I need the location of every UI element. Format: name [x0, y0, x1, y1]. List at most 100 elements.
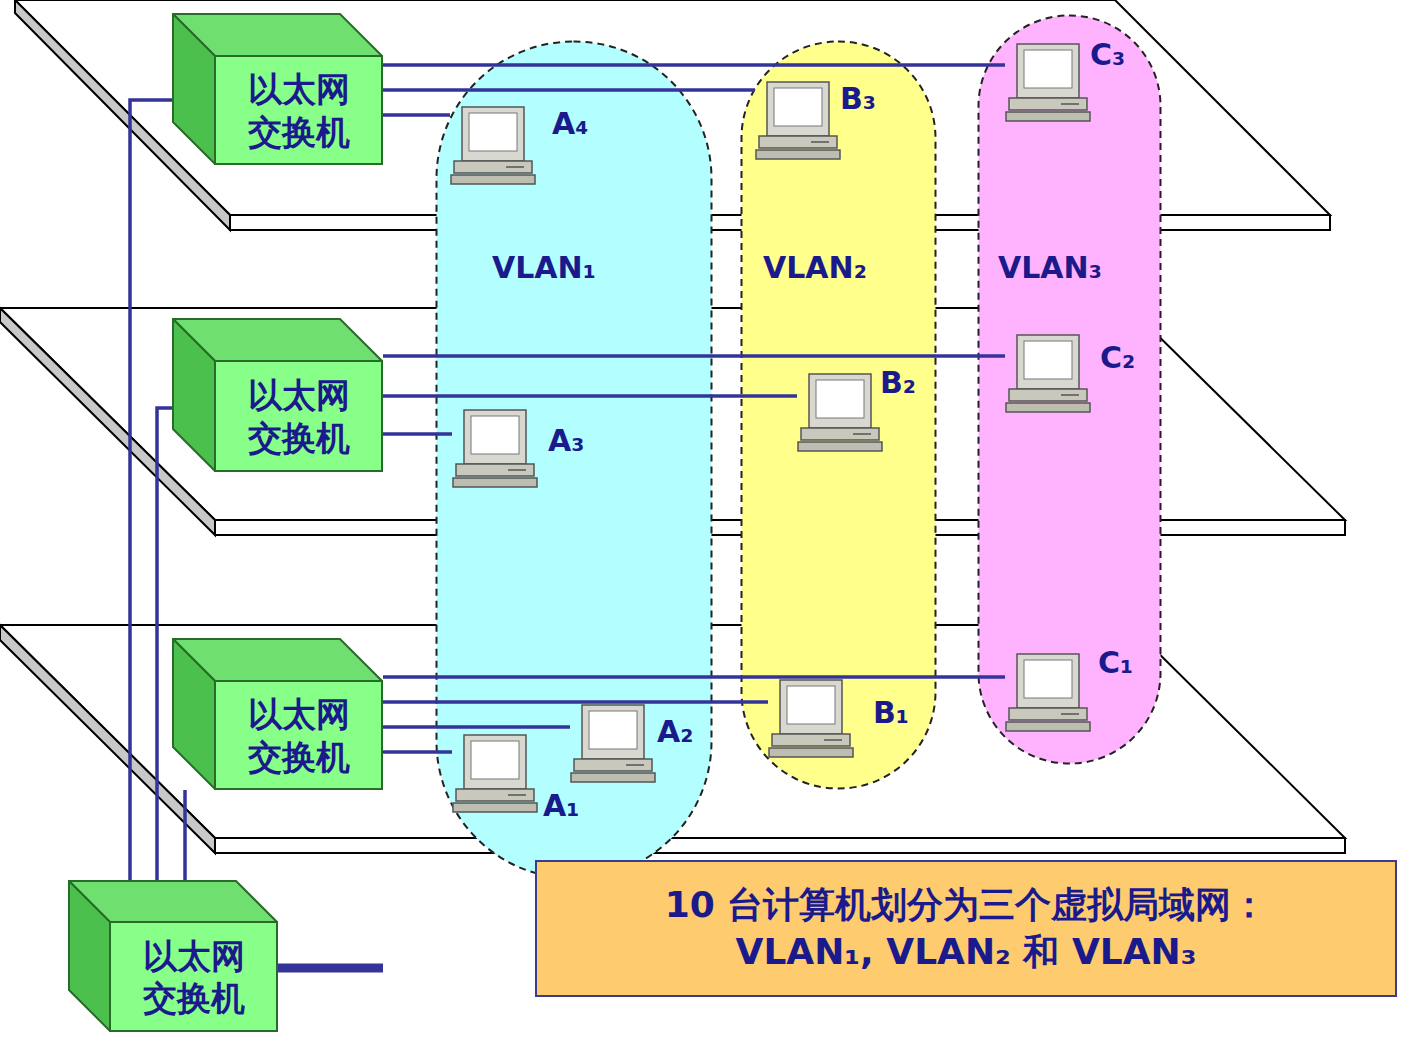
keyboard — [798, 442, 882, 451]
network-cable — [383, 394, 797, 398]
switch-face: 以太网 交换机 — [110, 922, 278, 1032]
computer-label: C₃ — [1090, 38, 1125, 71]
computer-icon — [797, 372, 885, 454]
computer-icon — [570, 703, 658, 785]
computer: A₁ — [452, 733, 581, 824]
keyboard — [453, 803, 537, 812]
screen — [1024, 341, 1072, 379]
computer-label: B₂ — [880, 366, 916, 399]
monitor — [767, 82, 829, 136]
computer-label: A₄ — [552, 107, 588, 140]
drive-slot — [824, 739, 842, 741]
screen — [1024, 660, 1072, 698]
keyboard — [451, 175, 535, 184]
network-cable — [183, 790, 187, 880]
system-unit — [456, 789, 534, 801]
network-cable — [383, 113, 450, 117]
caption-box: 10 台计算机划分为三个虚拟局域网： VLAN₁, VLAN₂ 和 VLAN₃ — [535, 860, 1397, 997]
network-cable — [383, 432, 452, 436]
keyboard — [1006, 403, 1090, 412]
keyboard — [571, 773, 655, 782]
drive-slot — [1061, 713, 1079, 715]
monitor — [462, 107, 524, 161]
switch-face: 以太网 交换机 — [215, 56, 383, 165]
drive-slot — [811, 141, 829, 143]
computer-icon — [452, 408, 540, 490]
floor-edge — [0, 308, 215, 535]
screen — [471, 741, 519, 779]
computer-label: B₃ — [840, 82, 876, 115]
system-unit — [1009, 389, 1087, 401]
computer: A₃ — [452, 408, 586, 490]
network-cable — [157, 408, 172, 880]
drive-slot — [853, 433, 871, 435]
switch-face: 以太网 交换机 — [215, 681, 383, 790]
vlan-label: VLAN₃ — [998, 250, 1102, 285]
drive-slot — [1061, 103, 1079, 105]
switch-label: 以太网 交换机 — [243, 374, 355, 459]
system-unit — [456, 464, 534, 476]
computer: C₃ — [1005, 38, 1127, 124]
cube-side — [69, 881, 110, 1031]
switch-label: 以太网 交换机 — [243, 68, 355, 153]
computer-label: A₂ — [657, 715, 693, 748]
switch-face: 以太网 交换机 — [215, 361, 383, 472]
drive-slot — [508, 794, 526, 796]
computer-icon — [452, 733, 540, 815]
floor-edge — [215, 838, 1345, 853]
computer: B₁ — [768, 678, 911, 760]
vlan-label: VLAN₂ — [763, 250, 867, 285]
system-unit — [801, 428, 879, 440]
drive-slot — [626, 764, 644, 766]
ethernet-switch: 以太网 交换机 — [172, 638, 383, 790]
monitor — [780, 680, 842, 734]
switch-label: 以太网 交换机 — [243, 693, 355, 778]
screen — [589, 711, 637, 749]
system-unit — [454, 161, 532, 173]
vlan-label: VLAN₁ — [492, 250, 596, 285]
drive-slot — [1061, 394, 1079, 396]
network-cable — [383, 354, 1005, 358]
cube-front — [215, 681, 382, 789]
monitor — [464, 735, 526, 789]
drive-slot — [508, 469, 526, 471]
vlan-shape — [742, 42, 936, 789]
keyboard — [1006, 112, 1090, 121]
screen — [774, 88, 822, 126]
network-cable — [383, 700, 768, 704]
computer: B₂ — [797, 366, 918, 454]
computer-icon — [1005, 652, 1093, 734]
monitor — [582, 705, 644, 759]
computer-icon — [1005, 42, 1093, 124]
keyboard — [769, 748, 853, 757]
network-cable — [383, 63, 1005, 67]
keyboard — [756, 150, 840, 159]
cube-side — [173, 639, 215, 789]
monitor — [1017, 335, 1079, 389]
vlan-shape — [437, 42, 712, 879]
drive-slot — [506, 166, 524, 168]
screen — [469, 113, 517, 151]
computer: C₂ — [1005, 333, 1137, 415]
computer: A₄ — [450, 105, 590, 187]
computer-label: A₁ — [543, 789, 579, 822]
monitor — [1017, 654, 1079, 708]
network-cable — [383, 675, 1005, 679]
computer: C₁ — [1005, 646, 1135, 734]
computer: B₃ — [755, 80, 878, 162]
cube-front — [215, 56, 382, 164]
screen — [787, 686, 835, 724]
uplink-cable — [276, 964, 383, 973]
keyboard — [453, 478, 537, 487]
computer-label: C₁ — [1098, 646, 1133, 679]
system-unit — [772, 734, 850, 746]
screen — [1024, 50, 1072, 88]
system-unit — [1009, 98, 1087, 110]
screen — [471, 416, 519, 454]
vlan-region: VLAN₃ C₃ C₂ C₁ — [977, 14, 1162, 765]
computer-icon — [768, 678, 856, 760]
cube-front — [110, 922, 277, 1031]
switch-label: 以太网 交换机 — [138, 935, 250, 1020]
monitor — [464, 410, 526, 464]
